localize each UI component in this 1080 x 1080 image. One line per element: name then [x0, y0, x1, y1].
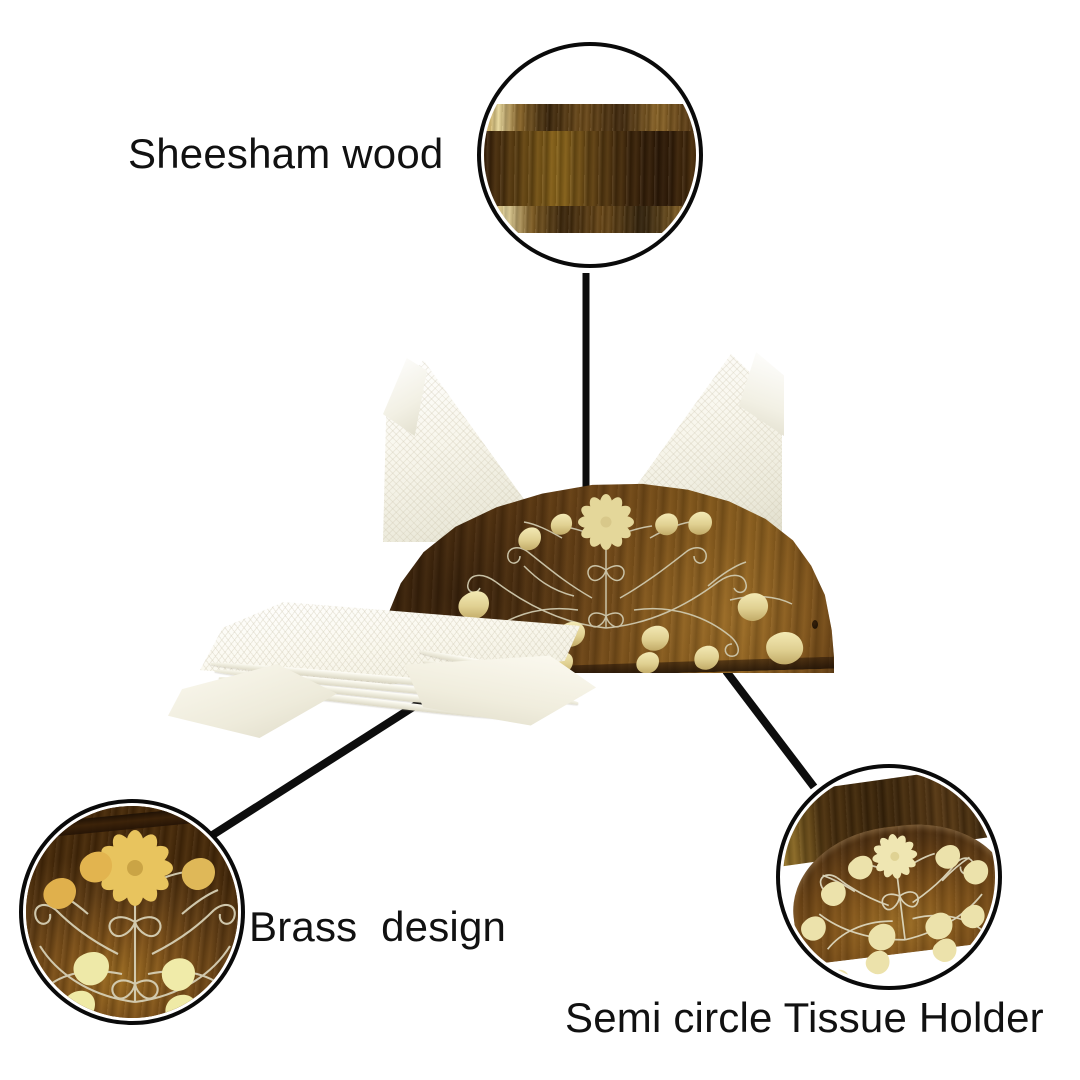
brass-flower-center — [578, 494, 634, 550]
callout-label-semi-circle-tissue-holder: Semi circle Tissue Holder — [565, 994, 1044, 1041]
holder-nail-dot — [812, 620, 818, 629]
lens-sheesham-wood-content — [484, 49, 696, 261]
napkin-stack — [168, 602, 596, 750]
callout-label-sheesham-wood: Sheesham wood — [128, 130, 444, 177]
callout-label-brass-design: Brass design — [249, 903, 507, 950]
lens-bottom-blank — [484, 233, 696, 261]
lens-semi-circle-holder — [776, 764, 1002, 990]
holder-lens-inlay-artwork — [801, 833, 989, 983]
brass-lens-flower — [97, 830, 173, 906]
holder-lens-leaves — [801, 845, 989, 983]
lens-brass-design — [19, 799, 245, 1025]
leader-line-semicircle — [722, 668, 818, 790]
lens-brass-design-content — [26, 806, 238, 1018]
wood-grain-upper-band — [484, 104, 696, 132]
brass-lens-inlay-artwork — [34, 830, 236, 1018]
wood-grain-main-band — [484, 130, 696, 207]
napkin-stack-right-fold — [404, 655, 596, 726]
lens-sheesham-wood — [477, 42, 703, 268]
holder-lens-flower — [871, 833, 918, 880]
lens-top-blank — [484, 49, 696, 105]
wood-grain-lower-band — [484, 205, 696, 234]
lens-semi-circle-holder-content — [783, 771, 995, 983]
product-photo-scene — [0, 330, 1080, 760]
brass-lens-leaves — [43, 851, 215, 1018]
